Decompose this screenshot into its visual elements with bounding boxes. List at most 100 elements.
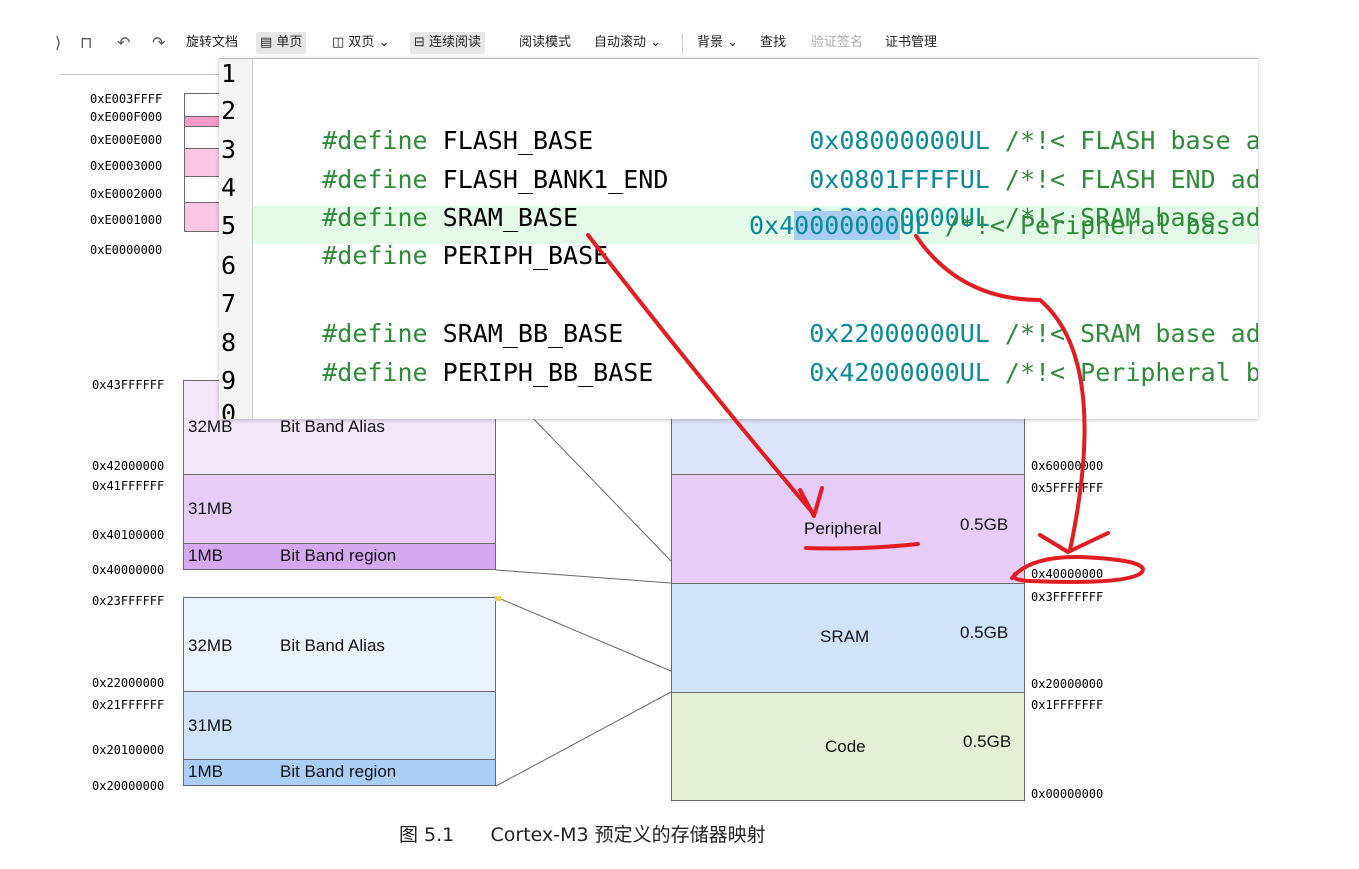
define-keyword: #define — [322, 358, 428, 387]
block-size: 32MB — [188, 636, 233, 655]
line-number: 3 — [221, 135, 237, 164]
find-button[interactable]: 查找 — [760, 35, 787, 50]
address-label: 0x00000000 — [1031, 787, 1104, 801]
reading-mode-button[interactable]: 阅读模式 — [519, 35, 572, 50]
code-line[interactable]: #define FLASH_BANK1_END — [262, 135, 668, 225]
address-label: 0x40100000 — [92, 528, 165, 542]
address-label: 0x60000000 — [1031, 459, 1104, 473]
line-number-gutter: 1 2 3 4 5 6 7 8 9 0 — [219, 59, 253, 419]
address-label: 0x20000000 — [92, 779, 165, 793]
address-label: 0x40000000 — [92, 563, 165, 577]
block-label: Bit Band region — [280, 762, 397, 781]
continuous-label: 连续阅读 — [429, 35, 482, 50]
code-line[interactable]: #define PERIPH_BB_BASE — [262, 328, 653, 418]
address-label: 0xE000F000 — [90, 110, 163, 124]
current-line-highlight — [253, 206, 1258, 244]
code-line-current[interactable]: #define PERIPH_BASE — [262, 211, 608, 301]
address-label: 0x1FFFFFFF — [1031, 698, 1104, 712]
certificate-manage-button[interactable]: 证书管理 — [885, 35, 938, 50]
address-label: 0xE0001000 — [90, 213, 163, 227]
figure-title: Cortex-M3 预定义的存储器映射 — [490, 824, 766, 846]
connector-line — [495, 691, 672, 787]
line-number: 9 — [221, 366, 237, 395]
macro-name: PERIPH_BASE — [442, 241, 609, 270]
code-line-value: 0x40000000UL /*!< Peripheral bas — [749, 211, 1231, 241]
double-page-icon: ◫ — [332, 35, 349, 50]
double-page-button[interactable]: ◫ 双页 ⌄ — [332, 32, 389, 54]
block-size: 31MB — [188, 499, 233, 518]
connector-line — [495, 569, 672, 584]
continuous-reading-button[interactable]: ⊟ 连续阅读 — [410, 32, 486, 54]
redo-icon[interactable]: ↷ — [152, 33, 166, 52]
undo-icon[interactable]: ↶ — [117, 33, 131, 52]
define-keyword: #define — [322, 319, 428, 348]
code-line-value: 0x42000000UL /*!< Peripheral bas — [749, 328, 1258, 418]
address-label: 0xE0002000 — [90, 187, 163, 201]
continuous-icon: ⊟ — [414, 35, 430, 50]
code-editor-popup: 1 2 3 4 5 6 7 8 9 0 #define FLASH_BASE 0… — [219, 58, 1258, 419]
ppb-block — [184, 202, 220, 232]
code-line[interactable]: #define SRAM_BB_BASE — [262, 289, 623, 379]
background-button[interactable]: 背景 ⌄ — [697, 32, 738, 54]
macro-name: FLASH_BANK1_END — [442, 165, 669, 194]
auto-scroll-label: 自动滚动 — [594, 35, 647, 50]
page-top-rule — [60, 74, 220, 75]
arrow-head — [1038, 531, 1110, 554]
block-name: Code — [825, 737, 866, 756]
block-label: Bit Band Alias — [280, 636, 385, 655]
block-size: 1MB — [188, 762, 223, 781]
arrow-to-address — [914, 234, 1087, 552]
define-keyword: #define — [322, 203, 428, 232]
address-label: 0x21FFFFFF — [92, 698, 165, 712]
macro-value-prefix: 0x4 — [749, 211, 795, 240]
save-icon[interactable]: ⊓ — [80, 33, 93, 52]
peripheral-underline — [804, 542, 920, 551]
verify-signature-button[interactable]: 验证签名 — [811, 35, 864, 50]
figure-caption: 图 5.1 Cortex-M3 预定义的存储器映射 — [399, 820, 766, 847]
background-label: 背景 — [697, 35, 724, 50]
viewer-toolbar: ⟩ ⊓ ↶ ↷ 旋转文档 ▤ 单页 ◫ 双页 ⌄ ⊟ 连续阅读 阅读模式 自动滚… — [0, 28, 1359, 58]
single-page-label: 单页 — [276, 35, 303, 50]
resize-handle — [495, 596, 501, 601]
macro-name: FLASH_BASE — [442, 126, 594, 155]
address-label: 0x3FFFFFFF — [1031, 590, 1104, 604]
block-name: SRAM — [820, 627, 870, 646]
prev-icon[interactable]: ⟩ — [55, 33, 62, 52]
block-size: 0.5GB — [963, 732, 1012, 751]
rotate-document-button[interactable]: 旋转文档 — [186, 35, 239, 50]
address-label: 0x43FFFFFF — [92, 378, 165, 392]
code-line[interactable]: #define FLASH_BASE — [262, 96, 593, 186]
chevron-down-icon: ⌄ — [374, 35, 390, 50]
selected-text[interactable]: 0000000 — [794, 211, 900, 240]
connector-line — [495, 596, 672, 672]
address-label: 0xE0003000 — [90, 159, 163, 173]
sram-bitband-region-block: 1MB Bit Band region — [183, 759, 496, 786]
memory-block-code: Code 0.5GB — [671, 692, 1025, 801]
auto-scroll-button[interactable]: 自动滚动 ⌄ — [594, 32, 661, 54]
block-size: 0.5GB — [960, 623, 1009, 642]
double-page-label: 双页 — [348, 35, 375, 50]
memory-block-sram: SRAM 0.5GB — [671, 583, 1025, 693]
address-label: 0x23FFFFFF — [92, 594, 165, 608]
line-number: 0 — [221, 399, 237, 419]
block-name: Peripheral — [804, 519, 882, 538]
sram-31mb-block: 31MB — [183, 691, 496, 760]
memory-block-peripheral: Peripheral 0.5GB — [671, 474, 1025, 584]
line-number: 4 — [221, 173, 237, 202]
code-comment: /*!< FLASH END addr — [1004, 165, 1258, 194]
line-number: 5 — [221, 211, 237, 240]
block-size: 1MB — [188, 546, 223, 565]
chevron-down-icon: ⌄ — [723, 35, 739, 50]
address-label: 0xE000E000 — [90, 133, 163, 147]
address-label: 0xE003FFFF — [90, 92, 163, 106]
code-line[interactable]: #define SRAM_BASE — [262, 173, 578, 263]
single-page-button[interactable]: ▤ 单页 — [256, 32, 307, 54]
define-keyword: #define — [322, 126, 428, 155]
code-comment: /*!< Peripheral bas — [1004, 358, 1258, 387]
line-number: 6 — [221, 251, 237, 280]
code-comment: /*!< SRAM base addr — [1004, 319, 1258, 348]
block-label: Bit Band region — [280, 546, 397, 565]
sram-bitband-alias-block: 32MB Bit Band Alias — [183, 597, 496, 692]
arrow-to-peripheral — [586, 233, 814, 514]
